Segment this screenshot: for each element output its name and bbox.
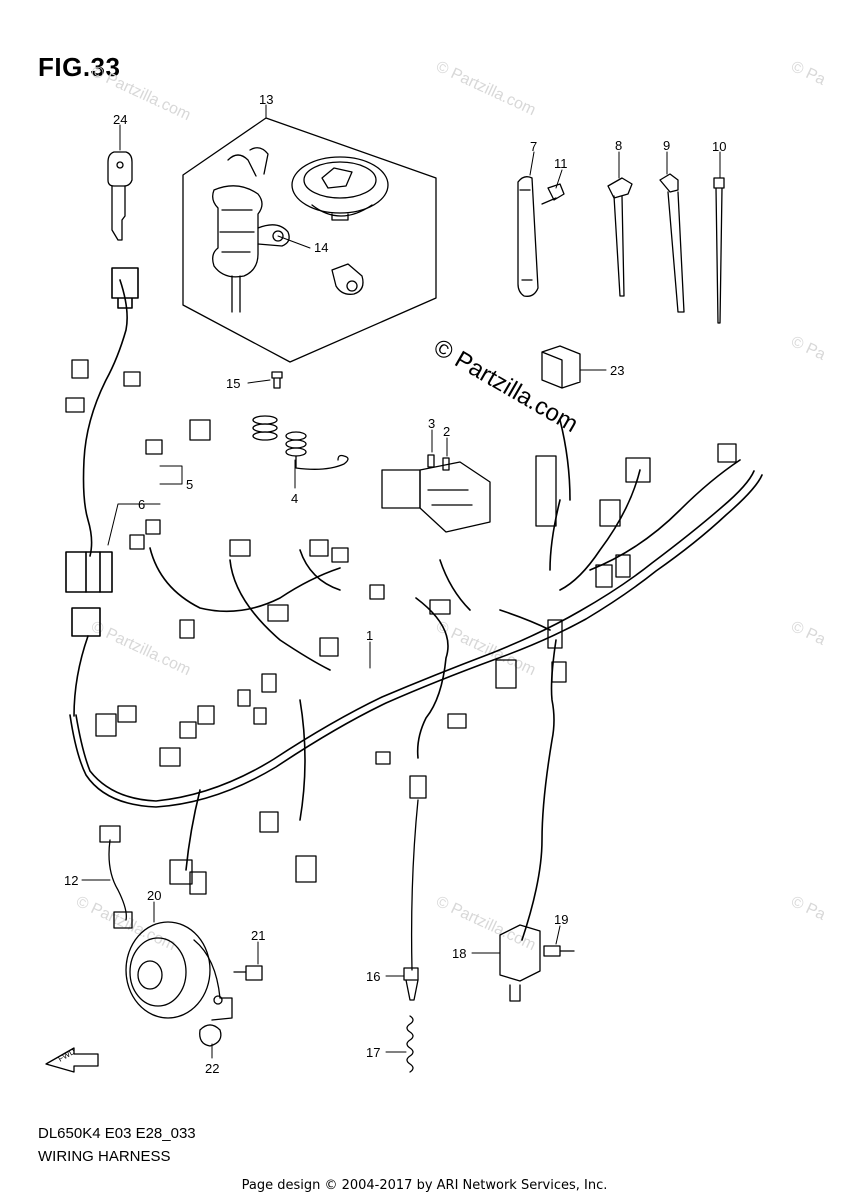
callout-3: 3 xyxy=(428,416,435,431)
horn-20 xyxy=(125,921,233,1021)
ignition-kit-box xyxy=(182,117,437,363)
callout-5: 5 xyxy=(186,477,193,492)
watermark-text: © Pa xyxy=(788,333,828,364)
callout-14: 14 xyxy=(314,240,328,255)
watermark-text: © Pa xyxy=(788,893,828,924)
callout-13: 13 xyxy=(259,92,273,107)
leader-lines xyxy=(81,104,721,1059)
watermark-text: © Pa xyxy=(788,618,828,649)
fuse-box xyxy=(381,454,491,533)
diagram-caption: WIRING HARNESS xyxy=(38,1148,171,1165)
clamps-and-ties xyxy=(517,173,725,324)
callout-2: 2 xyxy=(443,424,450,439)
callout-6: 6 xyxy=(138,497,145,512)
connectors xyxy=(65,359,737,929)
callout-15: 15 xyxy=(226,376,240,391)
callout-1: 1 xyxy=(366,628,373,643)
key-drawing xyxy=(107,151,133,241)
watermark-text: © Partzilla.com xyxy=(88,63,193,124)
callout-7: 7 xyxy=(530,139,537,154)
callout-9: 9 xyxy=(663,138,670,153)
callout-24: 24 xyxy=(113,112,127,127)
callout-20: 20 xyxy=(147,888,161,903)
fwd-arrow xyxy=(45,1047,99,1073)
switch-18 xyxy=(499,924,575,1002)
callout-17: 17 xyxy=(366,1045,380,1060)
main-watermark: © Partzilla.com xyxy=(429,334,583,438)
callout-11: 11 xyxy=(554,156,568,171)
callout-21: 21 xyxy=(251,928,265,943)
watermark-text: © Partzilla.com xyxy=(433,893,538,954)
watermark-text: © Partzilla.com xyxy=(73,893,178,954)
relay-23 xyxy=(541,345,581,389)
watermark-text: © Pa xyxy=(788,58,828,89)
callout-18: 18 xyxy=(452,946,466,961)
wiring-harness xyxy=(65,267,763,941)
watermark-text: © Partzilla.com xyxy=(433,58,538,119)
lead-12 xyxy=(108,839,127,921)
bolt-21 xyxy=(233,965,263,981)
callout-8: 8 xyxy=(615,138,622,153)
switch-16 xyxy=(403,799,419,1073)
callout-10: 10 xyxy=(712,139,726,154)
watermark-text: © Partzilla.com xyxy=(88,618,193,679)
callout-4: 4 xyxy=(291,491,298,506)
callout-23: 23 xyxy=(610,363,624,378)
callout-19: 19 xyxy=(554,912,568,927)
spring-4 xyxy=(252,415,349,470)
callout-12: 12 xyxy=(64,873,78,888)
diagram-code: DL650K4 E03 E28_033 xyxy=(38,1125,196,1142)
watermarks: © Partzilla.com © Pa © Partzilla.com © P… xyxy=(73,58,828,954)
figure-title: FIG.33 xyxy=(38,52,121,82)
callout-22: 22 xyxy=(205,1061,219,1076)
callouts: 13 24 14 15 4 5 6 7 11 8 9 10 3 2 23 1 1… xyxy=(57,92,727,1076)
nut-22 xyxy=(199,1024,222,1047)
callout-16: 16 xyxy=(366,969,380,984)
screw-15 xyxy=(271,371,283,389)
page-footer: Page design © 2004-2017 by ARI Network S… xyxy=(241,1178,608,1193)
